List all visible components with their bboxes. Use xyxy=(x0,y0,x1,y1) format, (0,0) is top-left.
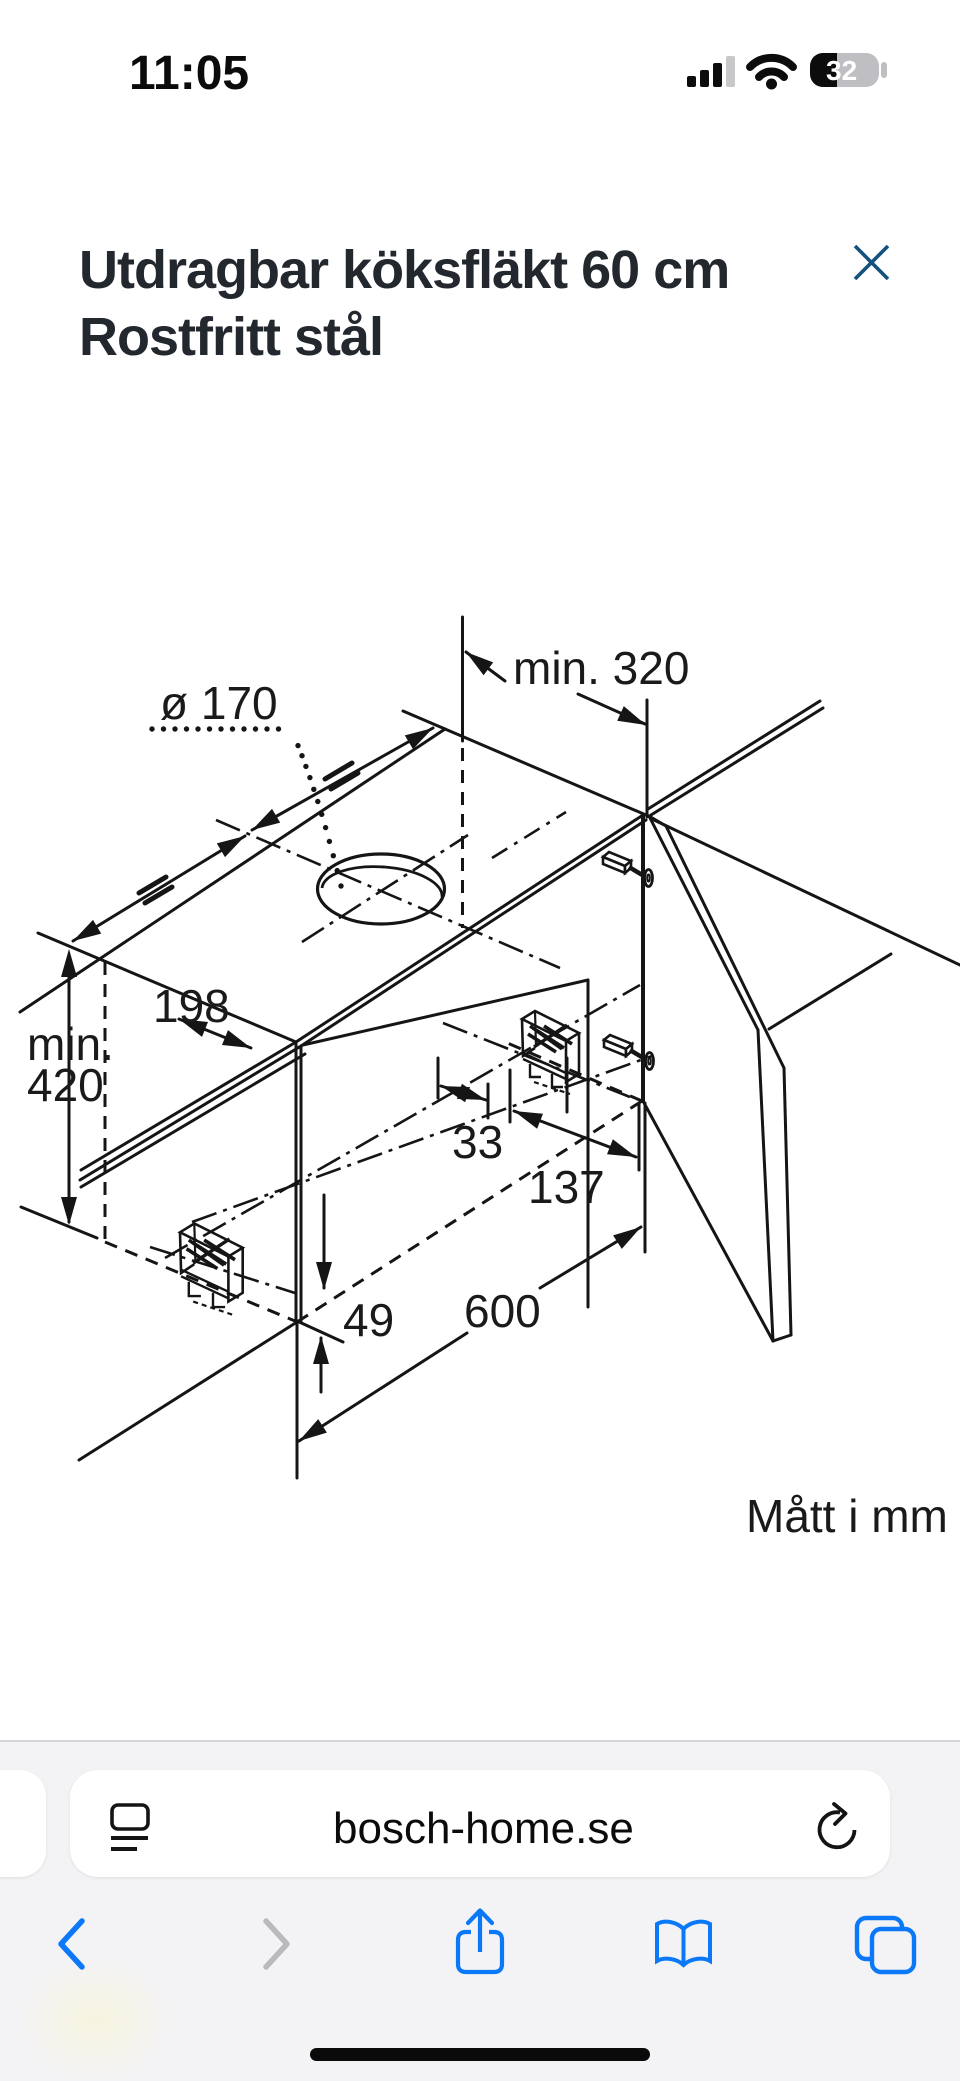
svg-text:32: 32 xyxy=(826,55,857,86)
svg-text:49: 49 xyxy=(343,1294,394,1346)
svg-text:min.: min. xyxy=(27,1018,114,1070)
svg-text:33: 33 xyxy=(452,1116,503,1168)
svg-text:Utdragbar köksfläkt 60 cm: Utdragbar köksfläkt 60 cm xyxy=(79,240,729,300)
svg-text:137: 137 xyxy=(528,1161,605,1213)
svg-text:min. 320: min. 320 xyxy=(513,642,689,694)
svg-text:11:05: 11:05 xyxy=(129,47,249,100)
svg-text:Rostfritt stål: Rostfritt stål xyxy=(79,307,383,367)
svg-text:198: 198 xyxy=(153,980,230,1032)
svg-text:ø 170: ø 170 xyxy=(160,677,278,729)
svg-text:bosch-home.se: bosch-home.se xyxy=(333,1804,634,1853)
svg-text:420: 420 xyxy=(27,1059,104,1111)
svg-text:Mått i mm: Mått i mm xyxy=(746,1490,948,1542)
svg-text:600: 600 xyxy=(464,1285,541,1337)
